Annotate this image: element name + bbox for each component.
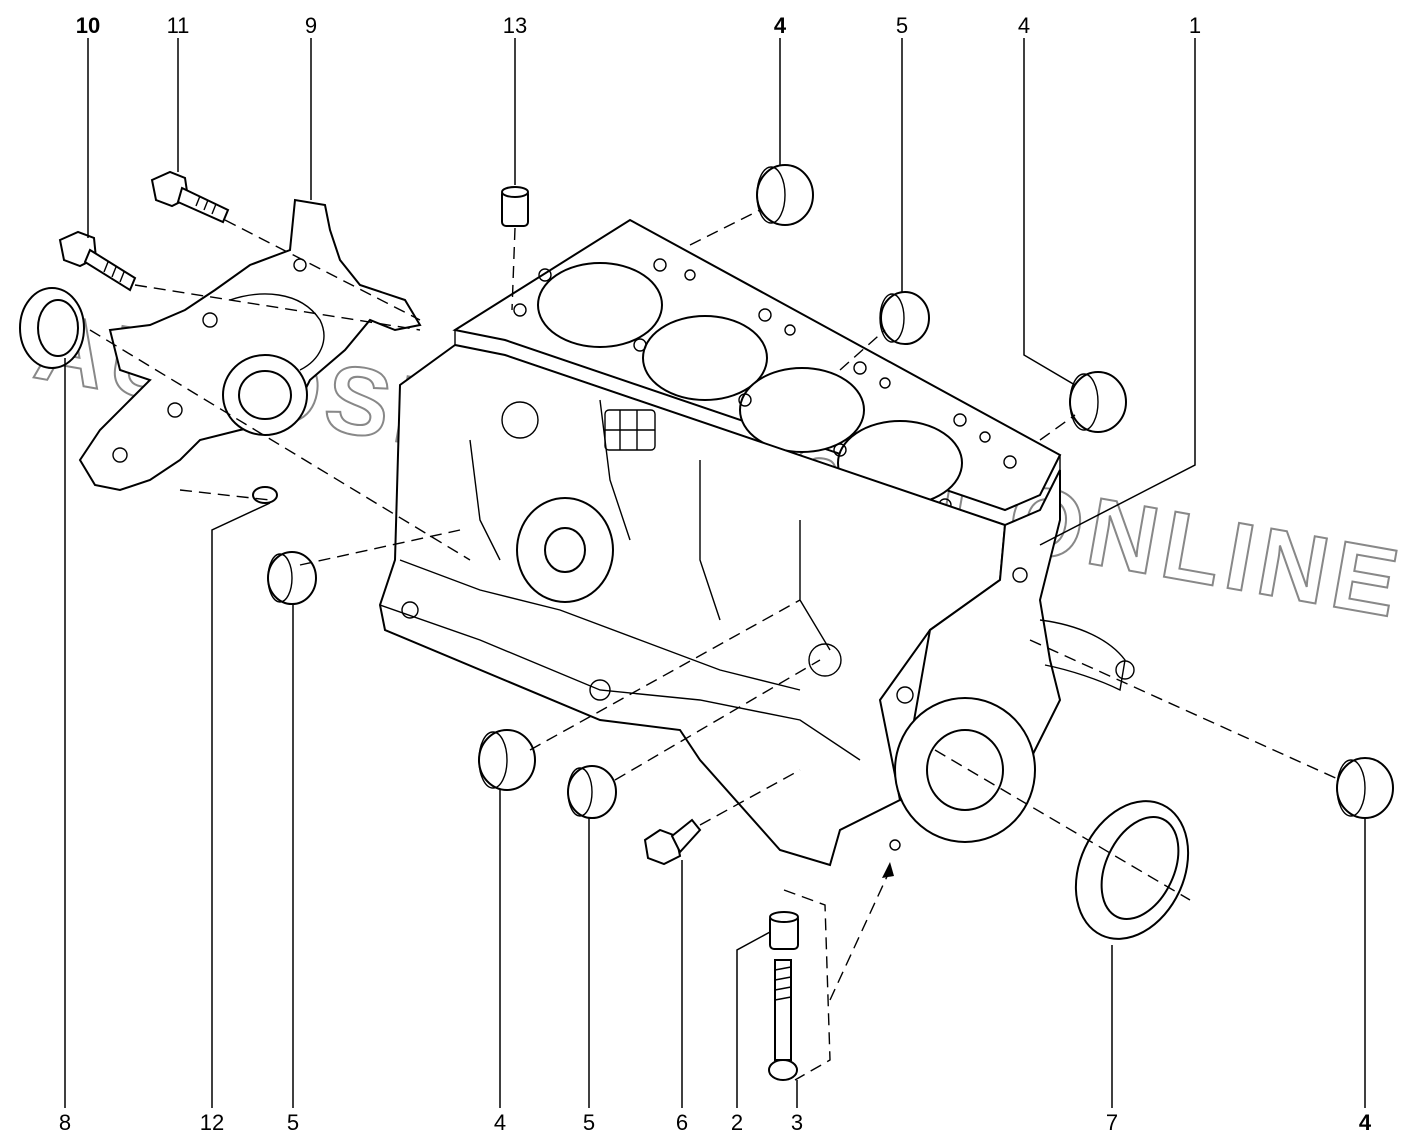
bearing-shell-top-5a bbox=[879, 291, 930, 345]
bearing-shell-bottom-4c bbox=[478, 729, 536, 791]
bolt-6 bbox=[643, 818, 702, 866]
callout-10: 10 bbox=[76, 13, 100, 38]
callout-7: 7 bbox=[1106, 1110, 1118, 1135]
bearing-shell-right-4d bbox=[1336, 757, 1394, 819]
bearing-shell-left-5b bbox=[267, 551, 317, 605]
bolt-11 bbox=[150, 170, 230, 224]
bearing-shell-top-4b bbox=[1069, 371, 1127, 433]
leader-lines bbox=[64, 38, 1366, 1108]
rear-oil-seal-7 bbox=[1074, 800, 1190, 940]
cylinder-bore-1 bbox=[537, 262, 663, 348]
callout-4-top-right: 4 bbox=[1018, 13, 1030, 38]
callout-5-top: 5 bbox=[896, 13, 908, 38]
callout-4-bottom-right: 4 bbox=[1359, 1110, 1372, 1135]
callout-8: 8 bbox=[59, 1110, 71, 1135]
bolt-10 bbox=[58, 230, 137, 292]
cylinder-bore-2 bbox=[642, 315, 768, 401]
callout-5-bottom-left: 5 bbox=[287, 1110, 299, 1135]
callout-11: 11 bbox=[167, 13, 190, 38]
bearing-shell-bottom-5c bbox=[567, 765, 617, 819]
callouts-bottom: 8 12 5 4 5 6 2 3 7 4 bbox=[59, 1110, 1372, 1135]
callout-4-bottom: 4 bbox=[494, 1110, 506, 1135]
cylinder-bore-3 bbox=[739, 367, 865, 453]
callouts-top: 10 11 9 13 4 5 4 1 bbox=[76, 13, 1201, 38]
callout-3: 3 bbox=[791, 1110, 803, 1135]
dowel-12 bbox=[252, 486, 278, 504]
callout-2: 2 bbox=[731, 1110, 743, 1135]
callout-13: 13 bbox=[503, 13, 527, 38]
dowel-sleeve-13 bbox=[501, 186, 529, 227]
bolt-3 bbox=[768, 959, 798, 1081]
callout-9: 9 bbox=[305, 13, 317, 38]
callout-5-bottom: 5 bbox=[583, 1110, 595, 1135]
front-cover-housing bbox=[78, 198, 422, 492]
cylinder-block bbox=[378, 218, 1135, 867]
bearing-shell-top-4a bbox=[756, 164, 814, 226]
callout-4-top-left: 4 bbox=[774, 13, 787, 38]
callout-12: 12 bbox=[200, 1110, 224, 1135]
front-oil-seal-8 bbox=[19, 287, 85, 369]
callout-6: 6 bbox=[676, 1110, 688, 1135]
assembly-lines bbox=[89, 209, 1341, 1081]
sleeve-2 bbox=[769, 911, 799, 950]
callout-1: 1 bbox=[1189, 13, 1201, 38]
